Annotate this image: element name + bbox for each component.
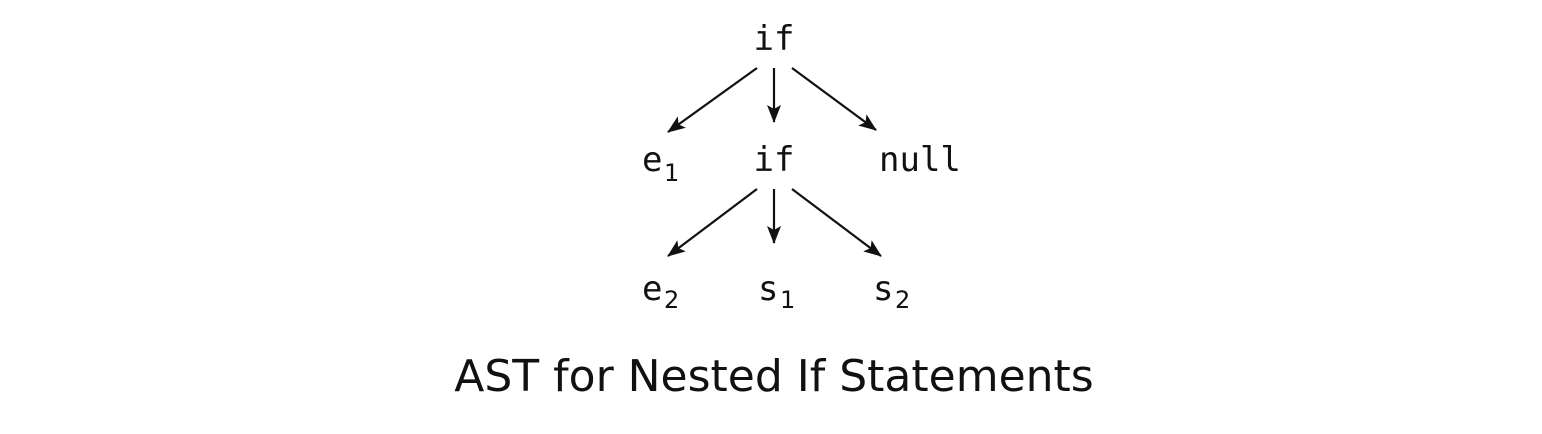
node-e2-subscript: 2	[664, 286, 679, 314]
node-null: null	[879, 140, 961, 180]
node-s2-subscript: 2	[895, 286, 910, 314]
node-e1: e 1	[642, 140, 679, 187]
edge-if-root-to-e1	[667, 67, 758, 133]
node-s2-label: s	[873, 269, 893, 309]
node-e1-label: e	[642, 140, 662, 180]
edge-if-inner-to-s2	[791, 188, 882, 257]
node-if-root: if	[754, 19, 795, 59]
edge-if-inner-to-e2	[667, 188, 758, 257]
node-e2: e 2	[642, 269, 679, 314]
node-s1-label: s	[758, 269, 778, 309]
node-s2: s 2	[873, 269, 910, 314]
node-s1-subscript: 1	[780, 286, 795, 314]
node-if-inner: if	[754, 140, 795, 180]
node-e1-subscript: 1	[664, 159, 679, 187]
node-e2-label: e	[642, 269, 662, 309]
edge-if-root-to-null	[791, 67, 877, 131]
node-s1: s 1	[758, 269, 795, 314]
diagram-caption: AST for Nested If Statements	[454, 351, 1093, 402]
